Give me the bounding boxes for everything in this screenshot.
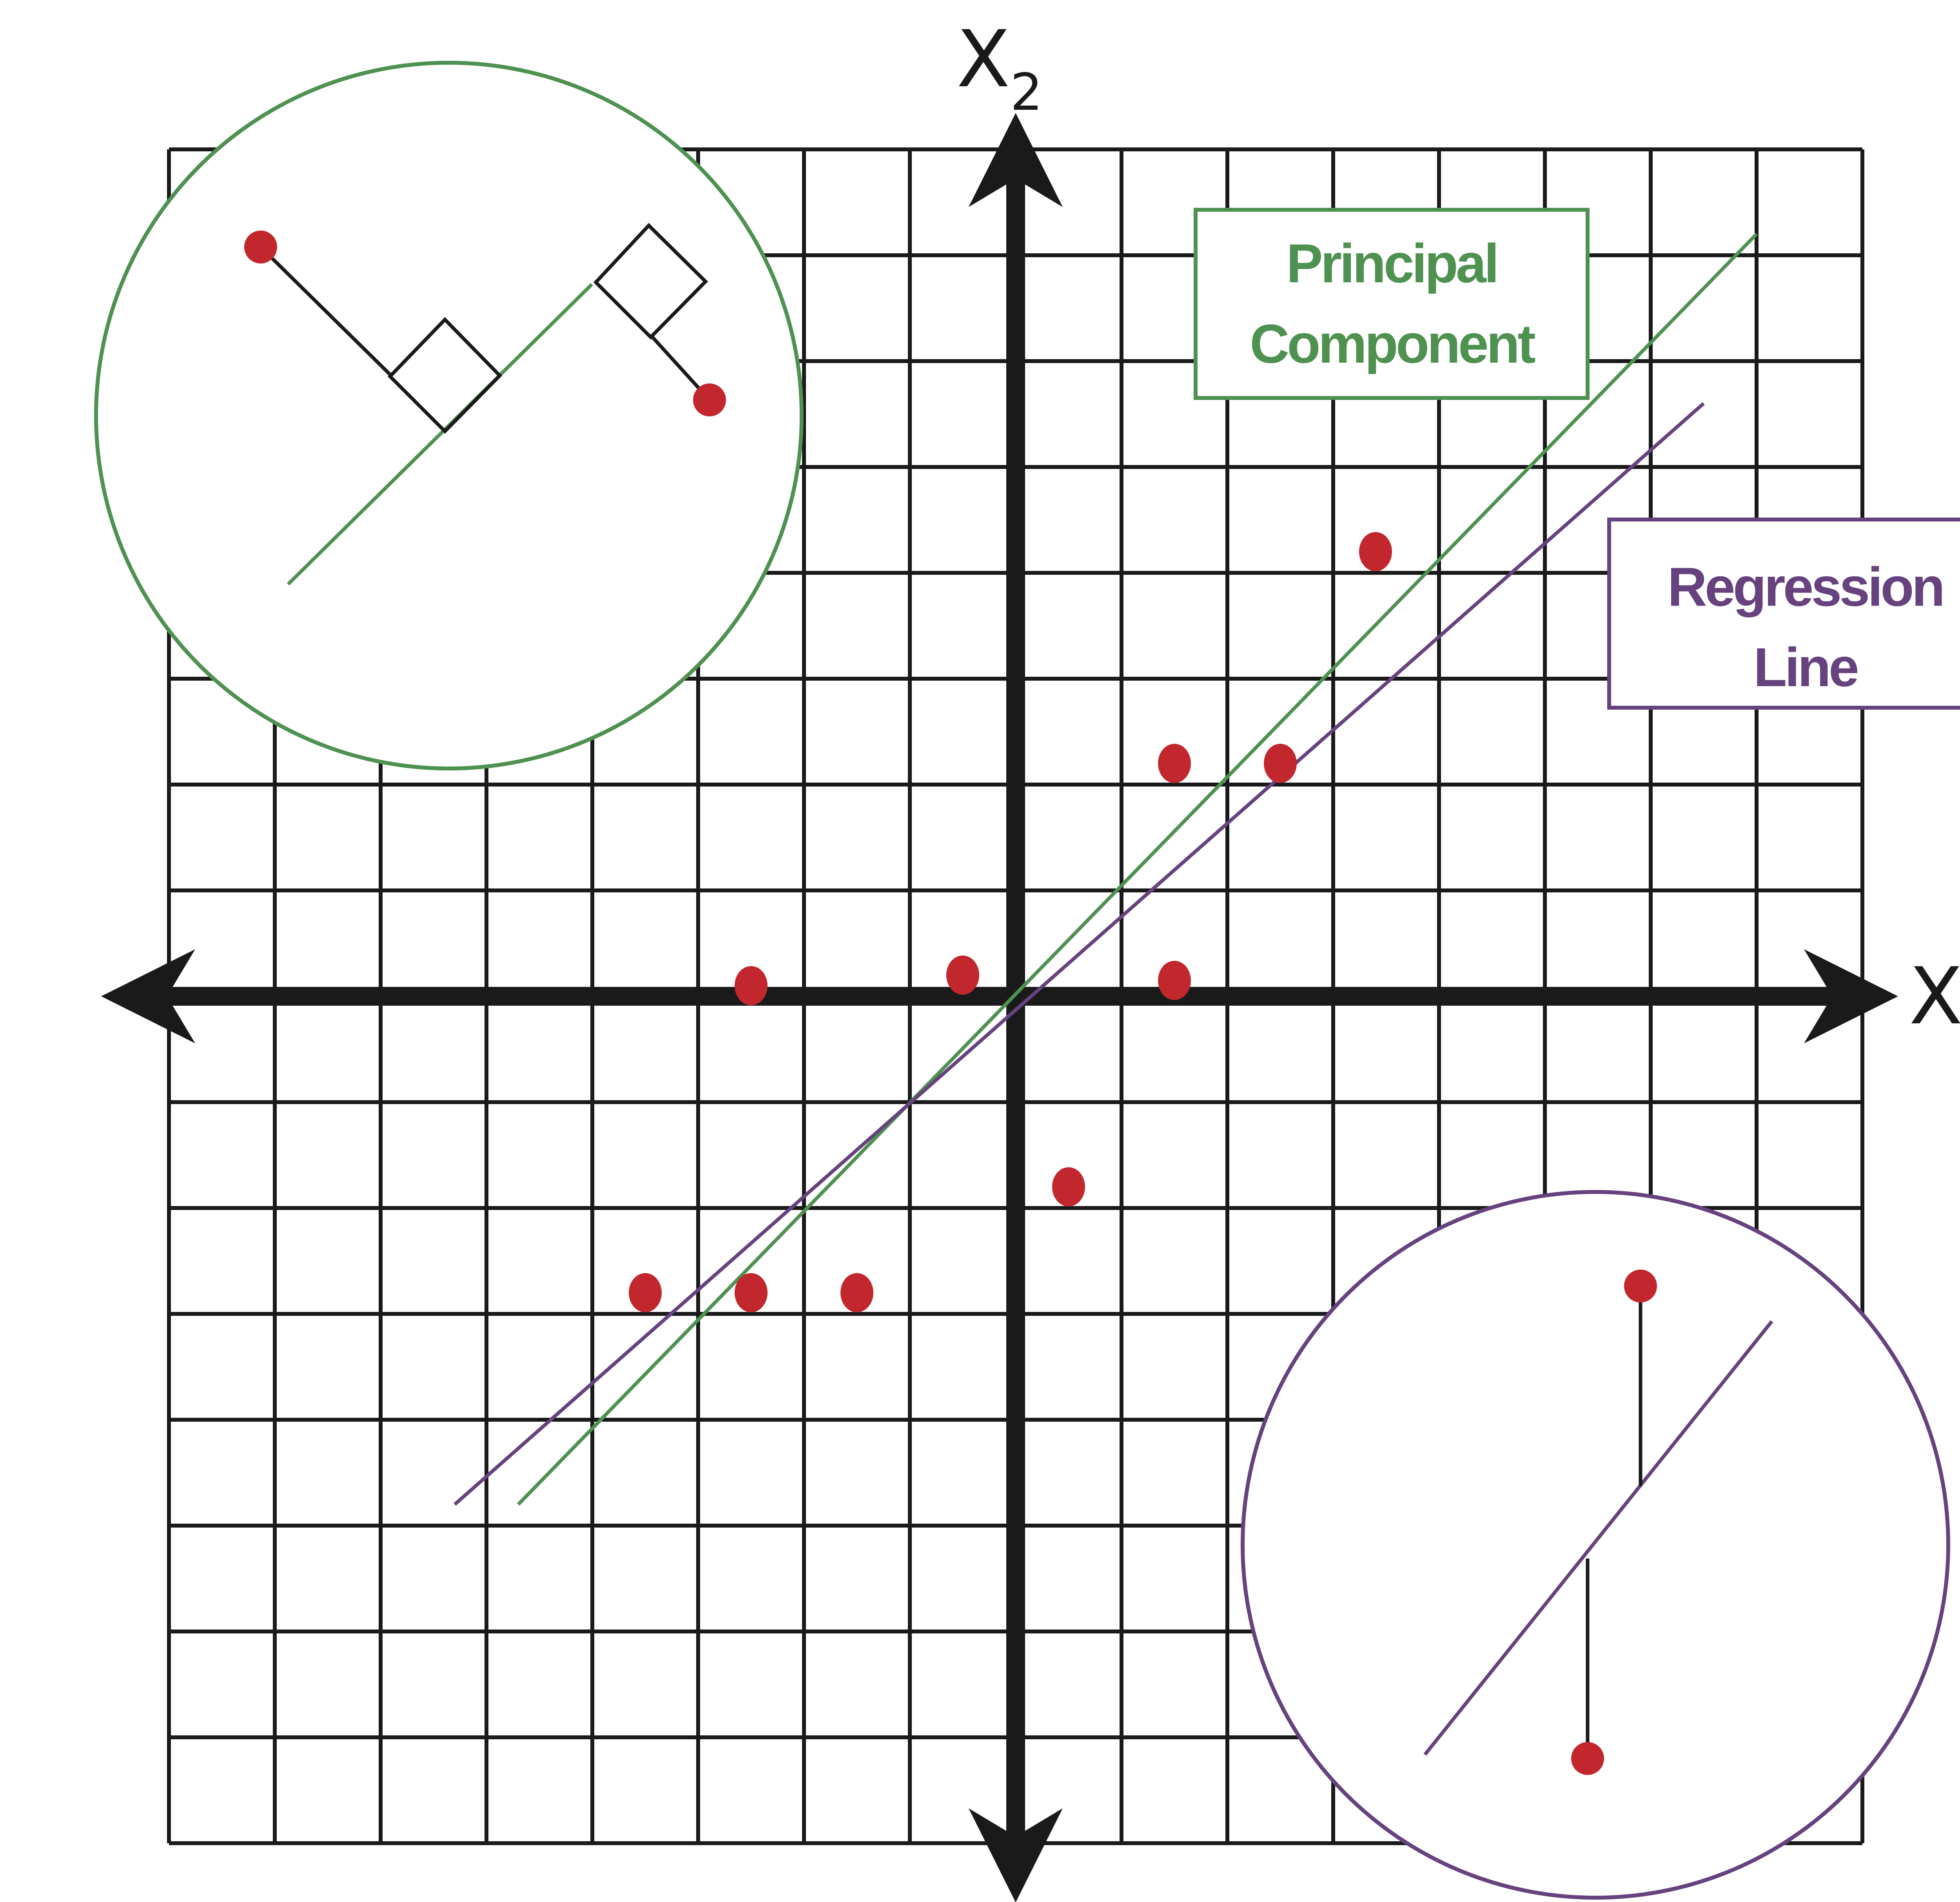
regression-line-legend-box (1607, 518, 1960, 710)
data-point (1052, 1167, 1085, 1206)
pca-inset-right-angle-1 (387, 317, 503, 434)
data-point (1359, 532, 1392, 571)
principal-component-legend: Principal Component (1194, 208, 1590, 400)
regression-line-label-line1: Regression (1668, 556, 1943, 618)
data-point (735, 1273, 768, 1312)
pca-inset (94, 61, 804, 770)
regression-inset (1241, 1190, 1950, 1900)
data-point (1158, 961, 1191, 1000)
data-point (840, 1273, 873, 1312)
regression-inset-point-1 (1624, 1270, 1657, 1303)
pca-inset-circle (94, 61, 804, 770)
pca-inset-distance-1 (259, 245, 394, 378)
data-points (629, 532, 1392, 1312)
regression-line-legend: Regression Line (1607, 518, 1960, 710)
data-point (1158, 744, 1191, 783)
regression-line-label-line2: Line (1753, 636, 1858, 698)
y-axis-title: X2 (956, 14, 1043, 122)
pca-inset-line (287, 283, 593, 586)
pca-inset-point-2 (693, 383, 726, 416)
data-point (946, 956, 979, 995)
regression-inset-point-2 (1571, 1742, 1604, 1775)
principal-component-label-line1: Principal (1286, 233, 1497, 294)
data-point (629, 1273, 662, 1312)
regression-line-line (454, 402, 1705, 1506)
fit-lines (454, 233, 1758, 1506)
principal-component-legend-box (1194, 208, 1590, 400)
data-point (1264, 744, 1297, 783)
pca-inset-point-1 (244, 231, 277, 263)
principal-component-label-line2: Component (1250, 313, 1535, 374)
regression-inset-line (1423, 1320, 1773, 1756)
regression-inset-circle (1241, 1190, 1950, 1900)
pca-inset-right-angle-2 (593, 223, 708, 340)
x-axis-title: X1 (1909, 951, 1960, 1059)
principal-component-line (517, 233, 1758, 1506)
data-point (735, 966, 768, 1005)
